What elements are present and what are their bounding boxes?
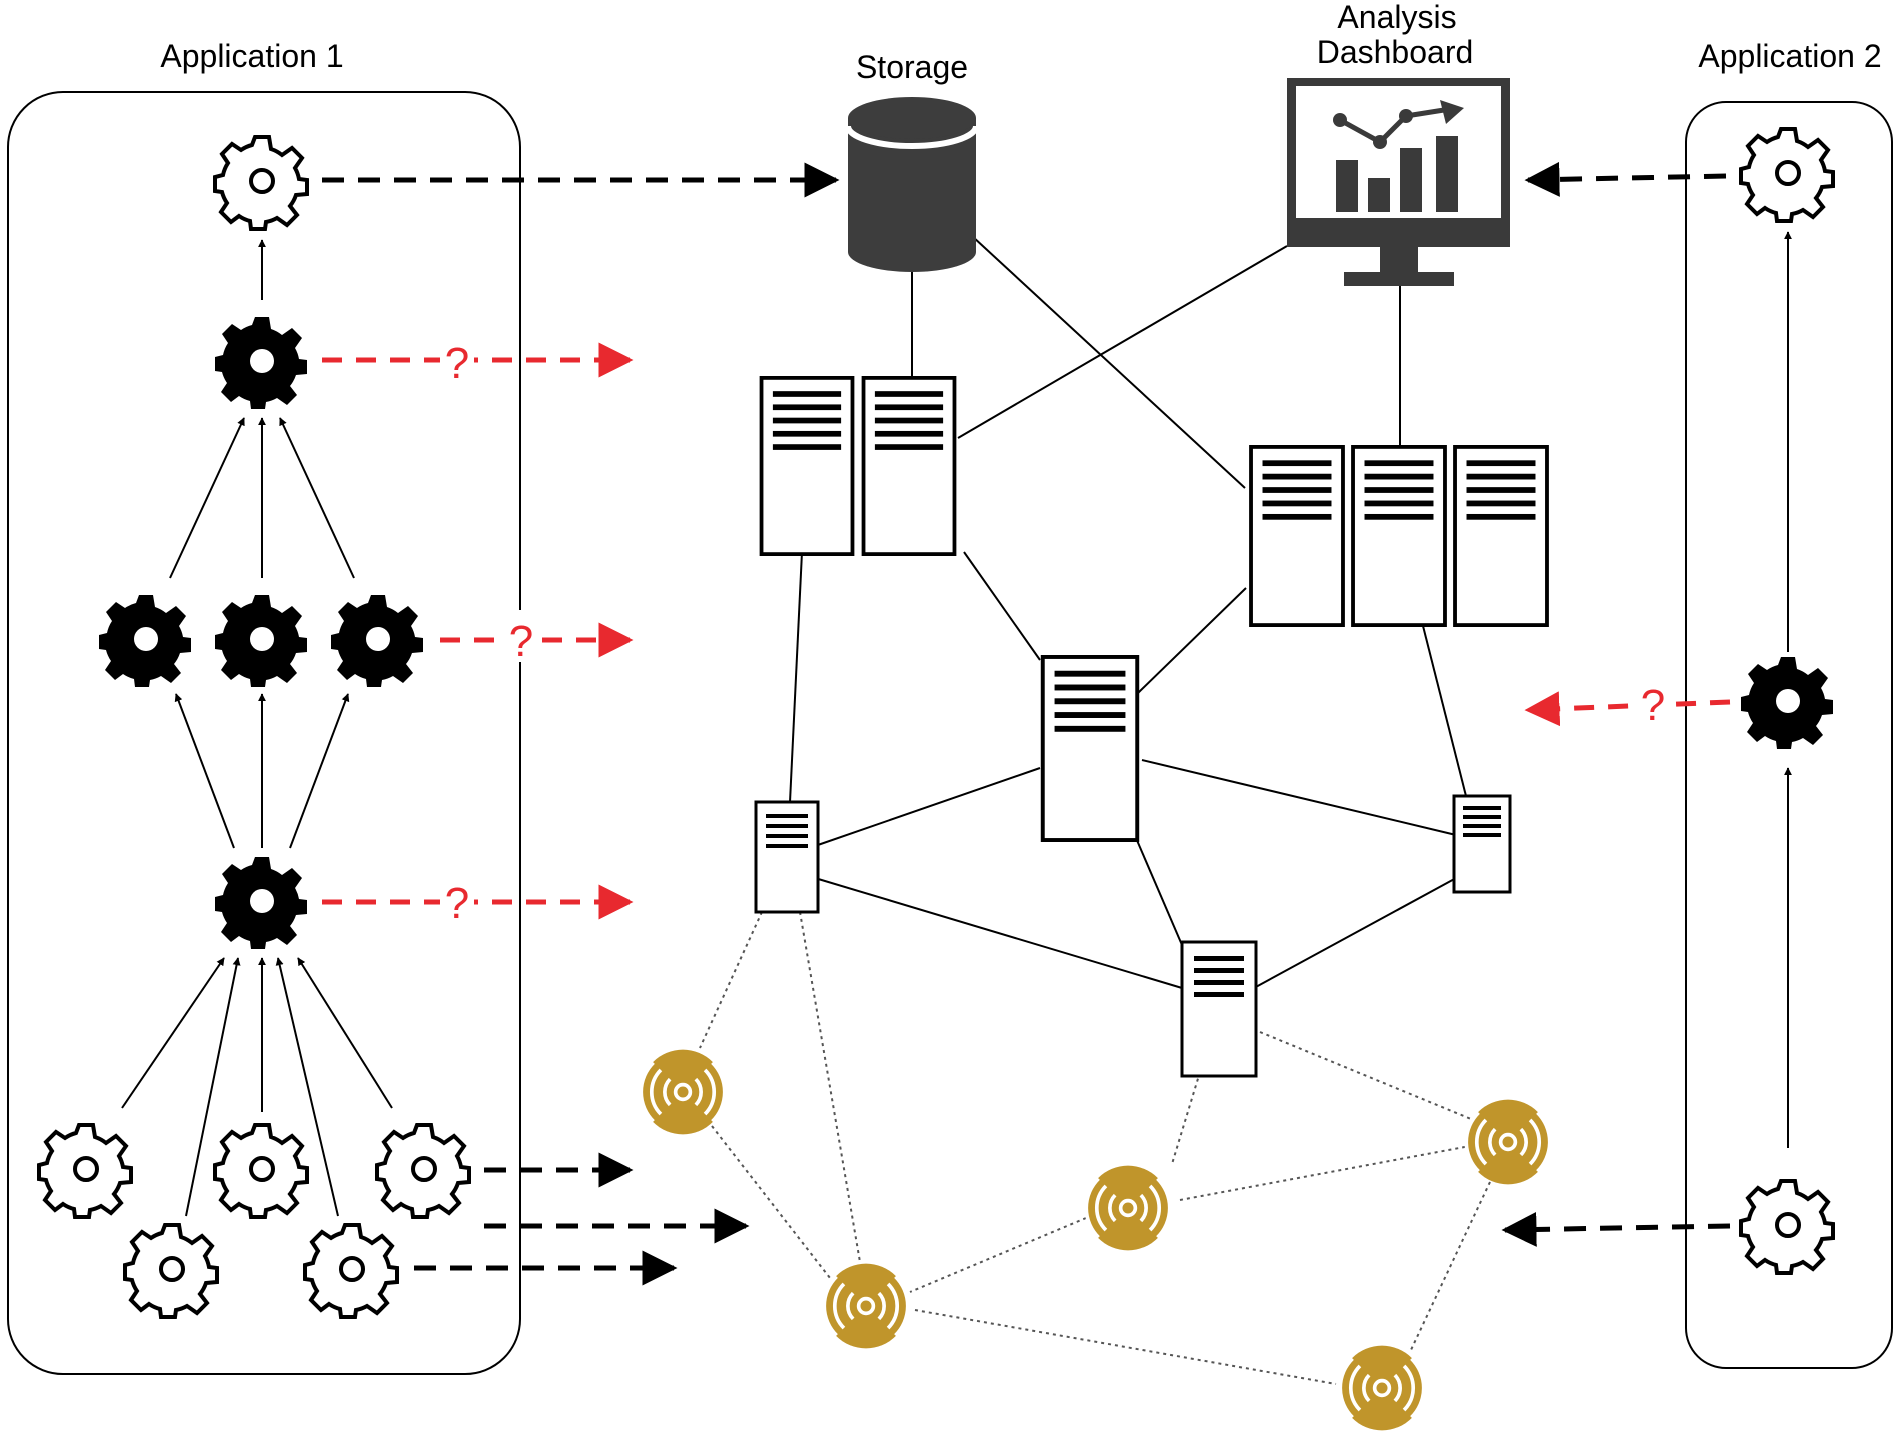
question-mark-3: ? — [445, 879, 469, 928]
wireless-sensor-icon — [1337, 1343, 1427, 1433]
question-mark-2: ? — [509, 617, 533, 666]
application-1-gears — [37, 135, 471, 1319]
application-1-container — [7, 91, 521, 1375]
application-1-label: Application 1 — [160, 38, 343, 74]
dashboard-label-line2: Dashboard — [1317, 34, 1474, 70]
question-mark-4: ? — [1641, 681, 1665, 730]
undefined-flow-arrows — [322, 342, 1731, 920]
server-small-left — [754, 800, 820, 914]
monitor-chart-icon — [1287, 78, 1510, 286]
wireless-sensor-icon — [638, 1047, 728, 1137]
network-links — [789, 235, 1467, 989]
application-2-label: Application 2 — [1698, 38, 1881, 74]
database-icon — [845, 97, 979, 272]
question-mark-1: ? — [445, 339, 469, 388]
wireless-sensor-icon — [1083, 1163, 1173, 1253]
data-flow-arrows — [322, 161, 1731, 1286]
question-marks: ? ? ? ? — [440, 330, 1670, 928]
wireless-sensor-icon — [1463, 1097, 1553, 1187]
server-rack-group-right — [1251, 447, 1547, 625]
dashboard-label-line1: Analysis — [1337, 0, 1456, 35]
server-small-right — [1452, 794, 1512, 894]
storage-label: Storage — [856, 49, 968, 85]
server-rack-group-top-left — [762, 378, 955, 554]
application-1-flow-arrows — [121, 239, 393, 1217]
application-2-gears — [1739, 127, 1835, 1275]
sensor-links — [699, 911, 1491, 1385]
server-small-bottom — [1180, 940, 1258, 1078]
server-rack-icon-center — [1043, 657, 1137, 840]
application-2-container — [1685, 101, 1893, 1369]
wireless-sensor-icon — [821, 1261, 911, 1351]
